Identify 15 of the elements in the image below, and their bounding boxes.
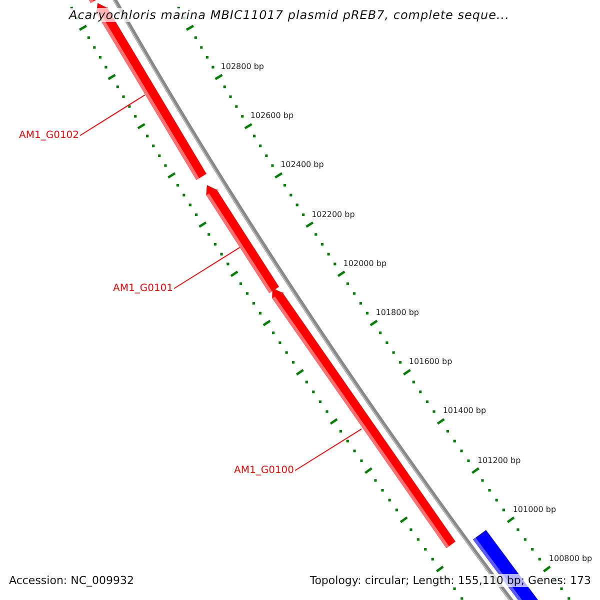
scale-label: 102600 bp bbox=[250, 111, 294, 120]
leader-line bbox=[174, 246, 240, 289]
scale-label: 102200 bp bbox=[312, 210, 355, 219]
genome-stats-text: Topology: circular; Length: 155,110 bp; Genes: 173 bbox=[308, 574, 593, 587]
scale-label: 101400 bp bbox=[442, 406, 486, 416]
gene-label: AM1_G0101 bbox=[113, 283, 174, 294]
gene-label: AM1_G0100 bbox=[234, 465, 294, 476]
scale-label: 100800 bp bbox=[548, 554, 592, 563]
leader-line bbox=[294, 428, 362, 471]
scale-label: 101600 bp bbox=[408, 357, 452, 366]
leader-line bbox=[80, 94, 146, 136]
scale-label: 101800 bp bbox=[376, 308, 419, 317]
gene-feature bbox=[206, 184, 279, 293]
scale-label: 101200 bp bbox=[477, 456, 521, 465]
gene-label: AM1_G0102 bbox=[19, 130, 80, 141]
